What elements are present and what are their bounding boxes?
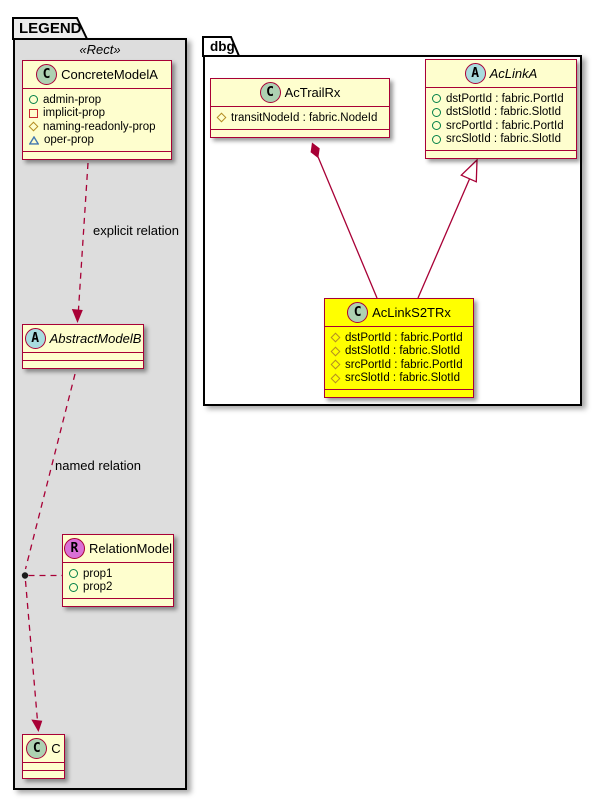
spot-c-icon: C: [259, 82, 281, 103]
attribute-row: srcSlotId : fabric.SlotId: [432, 133, 570, 147]
empty-compartment: [23, 152, 171, 159]
attribute-text: transitNodeId : fabric.NodeId: [231, 111, 378, 124]
visibility-circle-icon: [432, 107, 441, 117]
attributes-compartment: transitNodeId : fabric.NodeId: [211, 107, 389, 130]
class-name: AcLinkA: [489, 66, 538, 81]
named-relation-label: named relation: [55, 458, 141, 473]
attribute-text: dstSlotId : fabric.SlotId: [446, 106, 562, 119]
visibility-circle-icon: [432, 94, 441, 104]
empty-compartment: [23, 763, 64, 771]
attribute-text: srcPortId : fabric.PortId: [446, 119, 564, 132]
attribute-text: prop1: [83, 567, 113, 580]
explicit-relation-label: explicit relation: [93, 223, 179, 238]
spot-a-icon: A: [464, 63, 486, 84]
legend-stereotype: «Rect»: [79, 42, 121, 57]
attribute-text: dstPortId : fabric.PortId: [446, 92, 564, 105]
visibility-diamond-icon: [28, 121, 39, 132]
visibility-diamond-icon: [330, 346, 341, 357]
attribute-text: dstPortId : fabric.PortId: [345, 331, 463, 344]
visibility-circle-icon: [69, 569, 78, 579]
spot-r-icon: R: [63, 538, 85, 559]
visibility-diamond-icon: [330, 332, 341, 343]
attribute-text: implicit-prop: [43, 107, 105, 120]
attribute-row: dstPortId : fabric.PortId: [432, 92, 570, 106]
class-name: AbstractModelB: [49, 331, 142, 346]
attribute-row: srcSlotId : fabric.SlotId: [330, 372, 467, 386]
visibility-square-icon: [29, 108, 38, 118]
empty-compartment: [63, 599, 173, 606]
visibility-diamond-icon: [330, 359, 341, 370]
empty-compartment: [426, 151, 576, 158]
visibility-circle-icon: [432, 121, 441, 131]
empty-compartment: [23, 771, 64, 778]
class-name: RelationModel: [88, 541, 173, 556]
visibility-diamond-icon: [330, 373, 341, 384]
empty-compartment: [23, 361, 143, 368]
spot-a-icon: A: [24, 328, 46, 349]
attribute-text: prop2: [83, 581, 113, 594]
class-name: ConcreteModelA: [61, 67, 158, 82]
class-name: AcLinkS2TRx: [372, 305, 451, 320]
attribute-row: dstSlotId : fabric.SlotId: [330, 345, 467, 359]
attribute-text: naming-readonly-prop: [43, 120, 156, 133]
attribute-text: admin-prop: [43, 93, 102, 106]
class-name: C: [51, 741, 61, 756]
dbg-package-title: dbg: [210, 39, 235, 54]
legend-package-title: LEGEND: [19, 20, 82, 37]
attribute-row: implicit-prop: [29, 107, 165, 121]
attribute-text: oper-prop: [44, 134, 94, 147]
spot-c-icon: C: [347, 302, 369, 323]
attribute-row: admin-prop: [29, 93, 165, 107]
empty-compartment: [211, 130, 389, 137]
attribute-text: dstSlotId : fabric.SlotId: [345, 345, 461, 358]
class-name: AcTrailRx: [284, 85, 341, 100]
visibility-circle-icon: [432, 134, 441, 144]
spot-c-icon: C: [26, 738, 48, 759]
empty-compartment: [23, 353, 143, 361]
visibility-triangle-icon: [29, 135, 39, 145]
attribute-row: dstSlotId : fabric.SlotId: [432, 106, 570, 120]
attribute-row: naming-readonly-prop: [28, 120, 165, 134]
visibility-diamond-icon: [216, 112, 227, 123]
visibility-circle-icon: [69, 582, 78, 592]
attribute-row: srcPortId : fabric.PortId: [432, 119, 570, 133]
spot-c-icon: C: [36, 64, 58, 85]
attribute-row: prop2: [69, 581, 167, 595]
attribute-row: prop1: [69, 567, 167, 581]
attribute-row: srcPortId : fabric.PortId: [330, 358, 467, 372]
attribute-text: srcPortId : fabric.PortId: [345, 358, 463, 371]
attribute-row: transitNodeId : fabric.NodeId: [216, 111, 383, 125]
attribute-row: dstPortId : fabric.PortId: [330, 331, 467, 345]
visibility-circle-icon: [29, 95, 38, 105]
empty-compartment: [325, 390, 473, 397]
attribute-row: oper-prop: [29, 134, 165, 148]
attribute-text: srcSlotId : fabric.SlotId: [446, 133, 562, 146]
attribute-text: srcSlotId : fabric.SlotId: [345, 372, 461, 385]
